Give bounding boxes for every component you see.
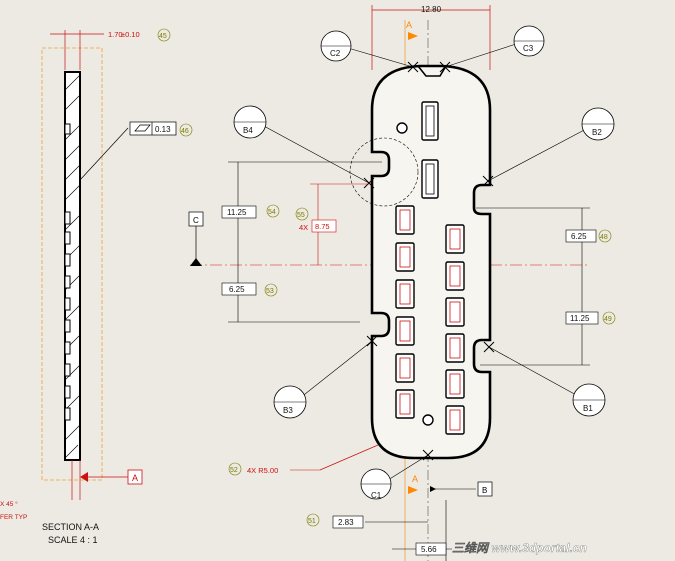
slot-column-left: [395, 101, 439, 419]
balloon-53-label: 53: [266, 288, 274, 295]
dim-bottom-b-box: [415, 542, 447, 556]
balloon-54-label: 54: [268, 209, 276, 216]
balloon-54: [266, 204, 280, 218]
balloon-52: [228, 462, 242, 476]
dim-left-upper: 11.25: [227, 208, 247, 217]
section-marker-top: A: [406, 20, 412, 30]
slot-column-right: [445, 224, 465, 435]
balloon-55: [295, 207, 309, 221]
balloon-45-label: 45: [159, 33, 167, 40]
datum-b-frame: [477, 481, 493, 497]
balloon-48: [598, 229, 612, 243]
thickness-dim: 1.70: [108, 30, 123, 39]
datum-c: C: [193, 216, 199, 225]
balloon-48-label: 48: [600, 234, 608, 241]
section-notches: [64, 123, 71, 421]
dim-bottom-a: 2.83: [338, 518, 354, 527]
dim-right-lower-box: [565, 311, 599, 325]
balloon-53: [264, 283, 278, 297]
balloon-49: [602, 311, 616, 325]
bubble-c2-label: C2: [330, 49, 341, 58]
balloon-55-label: 55: [297, 212, 305, 219]
dim-left-upper-box: [221, 205, 257, 219]
dim-top-width: 12.80: [421, 5, 442, 14]
dim-slot-box: [311, 219, 337, 233]
bubble-b3-label: B3: [283, 406, 293, 415]
bubble-c3-label: C3: [523, 44, 534, 53]
datum-b: B: [482, 486, 487, 495]
bubble-c1-label: C1: [371, 491, 382, 500]
dim-slot: 8.75: [315, 222, 330, 231]
watermark: 三维网 www.3dportal.cn: [452, 541, 587, 555]
datum-a-frame: [127, 469, 143, 485]
balloon-45: [157, 28, 171, 42]
dim-bottom-a-box: [332, 515, 364, 529]
chamfer-line2: FER TYP: [0, 514, 27, 521]
front-view: 12.80 A: [188, 5, 616, 561]
hole-top: [396, 122, 408, 134]
bubble-b2-label: B2: [592, 128, 602, 137]
flatness-value: 0.13: [155, 125, 171, 134]
section-view: 1.70 ±0.10 45 0.13 46 A X 45 ° FER TYP S…: [0, 28, 193, 545]
dim-right-upper-box: [565, 229, 597, 243]
bubble-b4-label: B4: [243, 126, 253, 135]
balloon-46-label: 46: [181, 128, 189, 135]
datum-a: A: [132, 473, 138, 483]
dim-bottom-b: 5.66: [421, 545, 437, 554]
balloon-51: [306, 513, 320, 527]
balloon-52-label: 52: [230, 467, 238, 474]
hole-bottom: [422, 414, 434, 426]
dim-right-lower: 11.25: [570, 314, 590, 323]
section-title: SECTION A-A: [42, 522, 99, 532]
chamfer-line1: X 45 °: [0, 500, 18, 508]
dim-right-upper: 6.25: [571, 232, 587, 241]
slot-4x-prefix: 4X: [299, 223, 308, 232]
bubble-b1-label: B1: [583, 404, 593, 413]
dim-radius: 4X R5.00: [247, 466, 278, 475]
balloon-46: [179, 123, 193, 137]
thickness-tol: ±0.10: [121, 30, 140, 39]
section-marker-bottom: A: [412, 474, 418, 484]
balloon-49-label: 49: [604, 316, 612, 323]
dim-left-lower-box: [221, 282, 257, 296]
detail-circle: [349, 137, 419, 207]
section-scale: SCALE 4 : 1: [48, 535, 98, 545]
dim-left-lower: 6.25: [229, 285, 245, 294]
balloon-51-label: 51: [308, 518, 316, 525]
